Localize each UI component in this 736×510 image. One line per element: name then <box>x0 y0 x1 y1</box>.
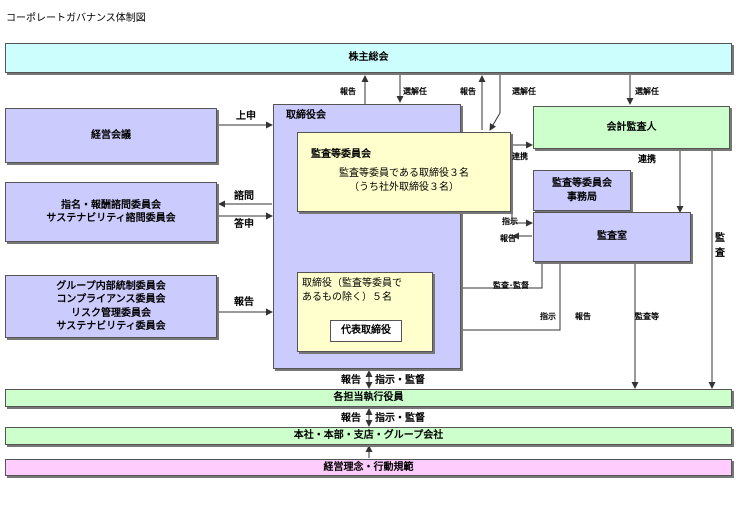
accounting-auditor-box: 会計監査人 <box>533 106 730 149</box>
board-title: 取締役会 <box>286 110 326 121</box>
label-report-1: 報告 <box>340 87 356 96</box>
label-report-6: 報告 <box>341 375 361 386</box>
advisory-committees-box: 指名・報酬諮問委員会 サステナビリティ諮問委員会 <box>5 182 217 242</box>
committee-line-2: コンプライアンス委員会 <box>56 294 166 305</box>
label-instruct-1: 指示 <box>502 217 518 226</box>
advisory-line-2: サステナビリティ諮問委員会 <box>46 213 176 224</box>
label-consult: 諮問 <box>234 191 254 202</box>
label-report-3: 報告 <box>234 297 254 308</box>
label-report-4: 報告 <box>500 234 516 243</box>
advisory-line-1: 指名・報酬諮問委員会 <box>61 199 161 211</box>
label-report-2: 報告 <box>460 87 476 96</box>
label-report-5: 報告 <box>575 312 591 321</box>
directors-desc-line-1: 取締役（監査等委員で <box>302 278 402 289</box>
label-cooperate-2: 連携 <box>638 155 657 165</box>
label-cooperate-1: 連携 <box>512 152 528 161</box>
audit-secretariat-box: 監査等委員会 事務局 <box>533 170 631 211</box>
label-elect-1: 選解任 <box>403 87 427 96</box>
secretariat-line-2: 事務局 <box>567 191 597 203</box>
audit-desc-line-2: （うち社外取締役３名） <box>349 181 459 193</box>
philosophy-bar: 経営理念・行動規範 <box>5 459 732 476</box>
shareholders-meeting-box: 株主総会 <box>5 43 732 73</box>
audit-committee-desc: 監査等委員である取締役３名 （うち社外取締役３名） <box>298 167 510 194</box>
committee-line-3: リスク管理委員会 <box>71 307 151 319</box>
label-audit-etc: 監査等 <box>635 312 659 321</box>
audit-vertical-char-2: 査 <box>715 247 725 259</box>
committee-line-4: サステナビリティ委員会 <box>56 321 166 332</box>
label-audit-supervise: 監査･監督 <box>493 281 529 290</box>
management-meeting-box: 経営会議 <box>5 108 217 163</box>
executive-officers-bar: 各担当執行役員 <box>5 389 732 407</box>
label-advice: 答申 <box>234 219 254 230</box>
representative-director-box: 代表取締役 <box>330 320 402 342</box>
page-title: コーポレートガバナンス体制図 <box>6 13 146 24</box>
audit-vertical-char-1: 監 <box>715 233 725 244</box>
headquarters-bar: 本社・本部・支店・グループ会社 <box>5 427 732 445</box>
audit-desc-line-1: 監査等委員である取締役３名 <box>339 168 469 179</box>
label-instruct-supervise-2: 指示・監督 <box>375 413 425 424</box>
secretariat-line-1: 監査等委員会 <box>552 178 612 189</box>
directors-desc-line-2: あるもの除く）５名 <box>302 291 392 303</box>
label-elect-2: 選解任 <box>512 87 536 96</box>
label-instruct-supervise-1: 指示・監督 <box>375 375 425 386</box>
label-audit-vertical: 監 査 <box>715 232 725 261</box>
label-elect-3: 選解任 <box>635 87 659 96</box>
audit-committee-title: 監査等委員会 <box>311 149 371 160</box>
label-report-7: 報告 <box>341 413 361 424</box>
label-instruct-2: 指示 <box>540 312 556 321</box>
arrow-office-to-directors <box>432 262 543 292</box>
arrow-committee-instruct <box>511 212 533 227</box>
audit-office-box: 監査室 <box>533 212 691 262</box>
committee-line-1: グループ内部統制委員会 <box>56 280 166 292</box>
audit-committee-box: 監査等委員会 監査等委員である取締役３名 （うち社外取締役３名） <box>297 132 511 212</box>
directors-desc: 取締役（監査等委員で あるもの除く）５名 <box>302 277 402 304</box>
label-proposal: 上申 <box>236 111 256 122</box>
arrow-shareholders-to-audit <box>489 73 501 131</box>
internal-committees-box: グループ内部統制委員会 コンプライアンス委員会 リスク管理委員会 サステナビリテ… <box>5 275 217 338</box>
